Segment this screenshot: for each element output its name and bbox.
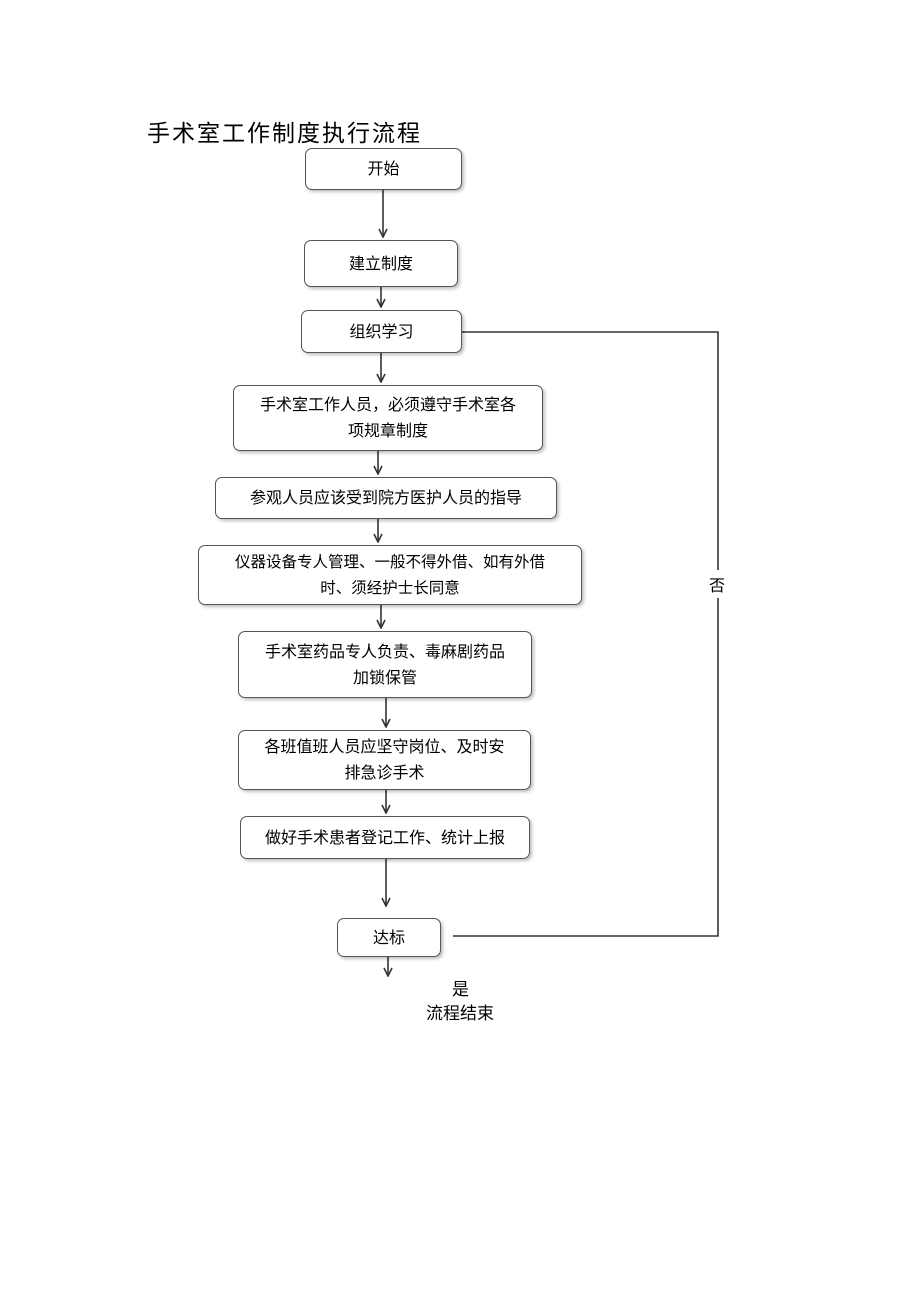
step-register: 做好手术患者登记工作、统计上报: [240, 816, 530, 859]
step-establish: 建立制度: [304, 240, 458, 287]
step-study: 组织学习: [301, 310, 462, 353]
step-reach-label: 达标: [372, 927, 405, 947]
step-drugs: 手术室药品专人负责、毒麻剧药品 加锁保管: [238, 631, 532, 698]
step-duty: 各班值班人员应坚守岗位、及时安 排急诊手术: [238, 730, 531, 790]
step-drugs-line2: 加锁保管: [352, 667, 417, 687]
step-visitors: 参观人员应该受到院方医护人员的指导: [215, 477, 557, 519]
step-equipment: 仪器设备专人管理、一般不得外借、如有外借 时、须经护士长同意: [198, 545, 582, 605]
step-staff-rules-line2: 项规章制度: [347, 421, 428, 440]
step-visitors-label: 参观人员应该受到院方医护人员的指导: [249, 488, 522, 507]
branch-no-label: 否: [708, 570, 727, 598]
step-duty-line2: 排急诊手术: [344, 763, 425, 782]
step-register-label: 做好手术患者登记工作、统计上报: [264, 827, 505, 847]
step-staff-rules-line1: 手术室工作人员，必须遵守手术室各: [259, 395, 516, 414]
step-study-label: 组织学习: [349, 321, 414, 341]
step-reach: 达标: [337, 918, 441, 957]
step-start: 开始: [305, 148, 462, 190]
step-staff-rules: 手术室工作人员，必须遵守手术室各 项规章制度: [233, 385, 543, 451]
end-label: 流程结束: [426, 1004, 494, 1024]
step-equipment-line2: 时、须经护士长同意: [320, 579, 460, 597]
step-establish-label: 建立制度: [348, 253, 413, 273]
step-equipment-line1: 仪器设备专人管理、一般不得外借、如有外借: [234, 553, 545, 571]
step-start-label: 开始: [367, 159, 400, 178]
step-drugs-line1: 手术室药品专人负责、毒麻剧药品: [264, 641, 505, 661]
feedback-loop-no: [453, 331, 719, 937]
step-duty-line1: 各班值班人员应坚守岗位、及时安: [264, 737, 505, 756]
branch-yes-label: 是: [452, 980, 469, 1000]
page-title: 手术室工作制度执行流程: [147, 121, 422, 147]
